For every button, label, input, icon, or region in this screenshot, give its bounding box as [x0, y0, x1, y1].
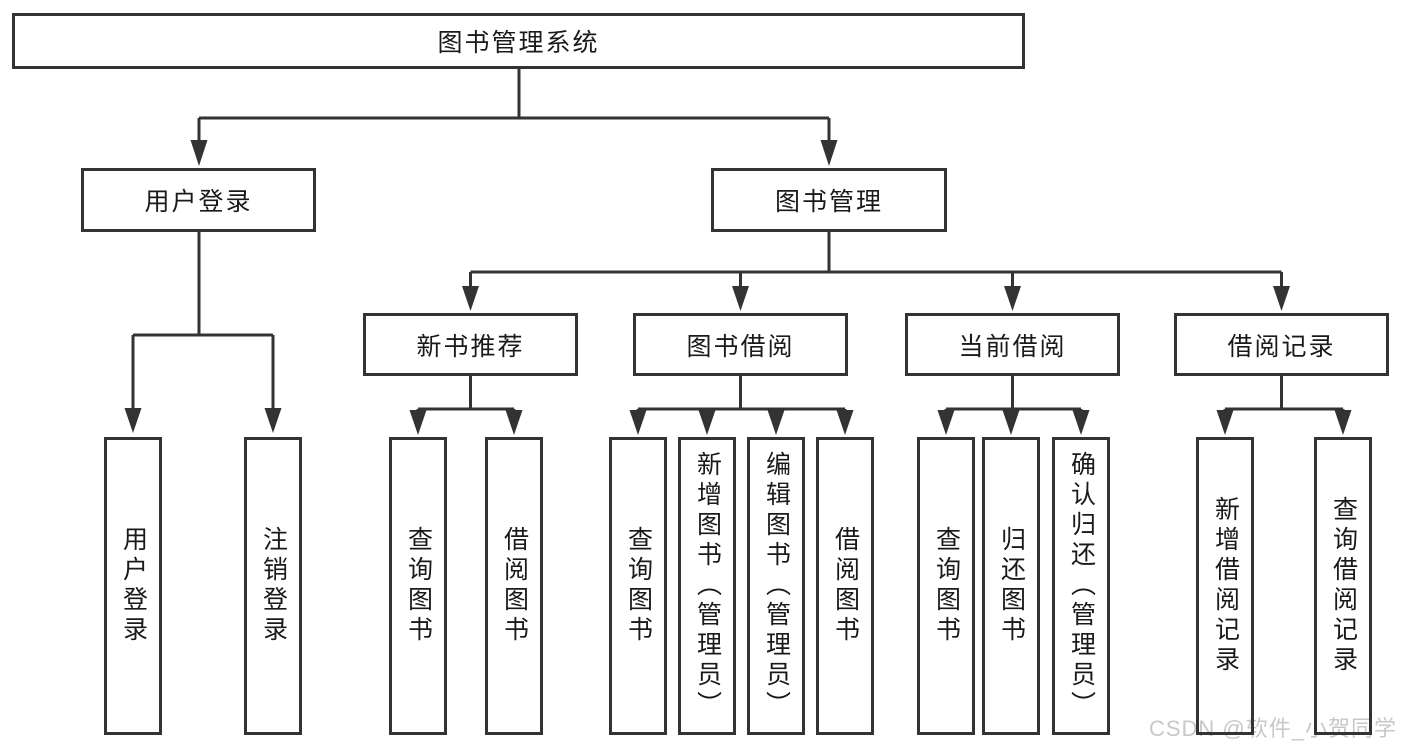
- connector-book-borrow-branch: [629, 376, 854, 435]
- node-current-borrowing: 当前借阅: [905, 313, 1120, 376]
- connector-book-management-branch: [462, 232, 1290, 311]
- connector-new-book-branch: [409, 376, 523, 435]
- leaf-edit-book-admin: 编辑图书（管理员）: [747, 437, 805, 735]
- connector-user-login-branch: [124, 232, 282, 433]
- leaf-query-books-borrow: 查询图书: [609, 437, 667, 735]
- leaf-confirm-return-admin: 确认归还（管理员）: [1052, 437, 1110, 735]
- node-root: 图书管理系统: [12, 13, 1025, 69]
- leaf-user-login: 用户登录: [104, 437, 162, 735]
- connector-root-to-level2: [190, 68, 838, 166]
- leaf-logout: 注销登录: [244, 437, 302, 735]
- connector-borrow-records-branch: [1216, 376, 1352, 435]
- leaf-borrow-books-recommend: 借阅图书: [485, 437, 543, 735]
- leaf-add-borrow-record: 新增借阅记录: [1196, 437, 1254, 735]
- leaf-borrow-books: 借阅图书: [816, 437, 874, 735]
- leaf-query-books-recommend: 查询图书: [389, 437, 447, 735]
- node-new-book-recommend: 新书推荐: [363, 313, 578, 376]
- node-user-login: 用户登录: [81, 168, 316, 232]
- leaf-add-book-admin: 新增图书（管理员）: [678, 437, 736, 735]
- leaf-return-book: 归还图书: [982, 437, 1040, 735]
- node-book-borrowing: 图书借阅: [633, 313, 848, 376]
- node-borrowing-records: 借阅记录: [1174, 313, 1389, 376]
- csdn-watermark: CSDN @软件_小贺同学: [1148, 716, 1397, 741]
- leaf-query-books-current: 查询图书: [917, 437, 975, 735]
- node-book-management: 图书管理: [711, 168, 947, 232]
- leaf-query-borrow-record: 查询借阅记录: [1314, 437, 1372, 735]
- connector-current-borrow-branch: [937, 376, 1090, 435]
